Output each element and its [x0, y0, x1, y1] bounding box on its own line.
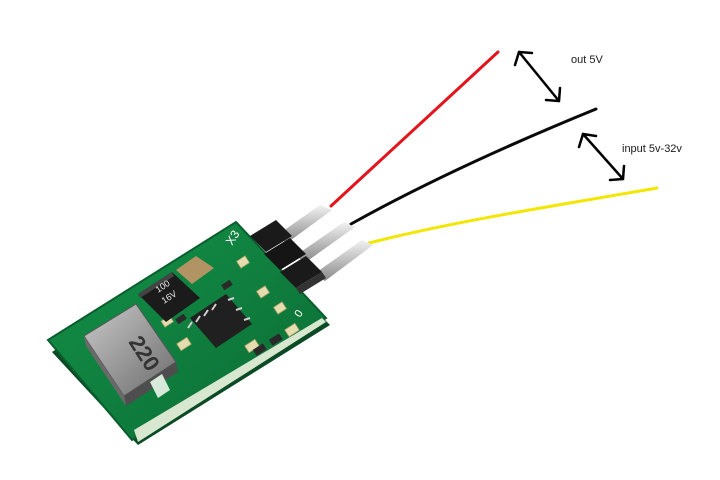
inductor: [83, 303, 178, 406]
red-wire: [329, 50, 500, 208]
polymer-capacitor: [138, 272, 200, 322]
silk-x3: X3: [223, 227, 243, 247]
pin-3: [314, 240, 373, 281]
yellow-wire: [367, 186, 659, 245]
pin-1: [276, 205, 332, 243]
black-wire: [349, 107, 598, 226]
ceramic-capacitor: [176, 256, 214, 284]
pin-header: [250, 220, 326, 294]
input-annotation: input 5v-32v: [622, 143, 682, 155]
regulator-ic: [187, 294, 252, 348]
pcb-edge-strip: [134, 318, 326, 442]
silk-pin-mark: 0: [292, 308, 305, 320]
pin-2: [295, 222, 355, 262]
double-arrow-icon: [513, 50, 562, 103]
wires: [329, 50, 659, 245]
smd-components: [175, 279, 283, 356]
output-annotation: out 5V: [571, 54, 603, 66]
double-arrow-icon: [577, 132, 626, 182]
header-pins: [276, 205, 373, 281]
